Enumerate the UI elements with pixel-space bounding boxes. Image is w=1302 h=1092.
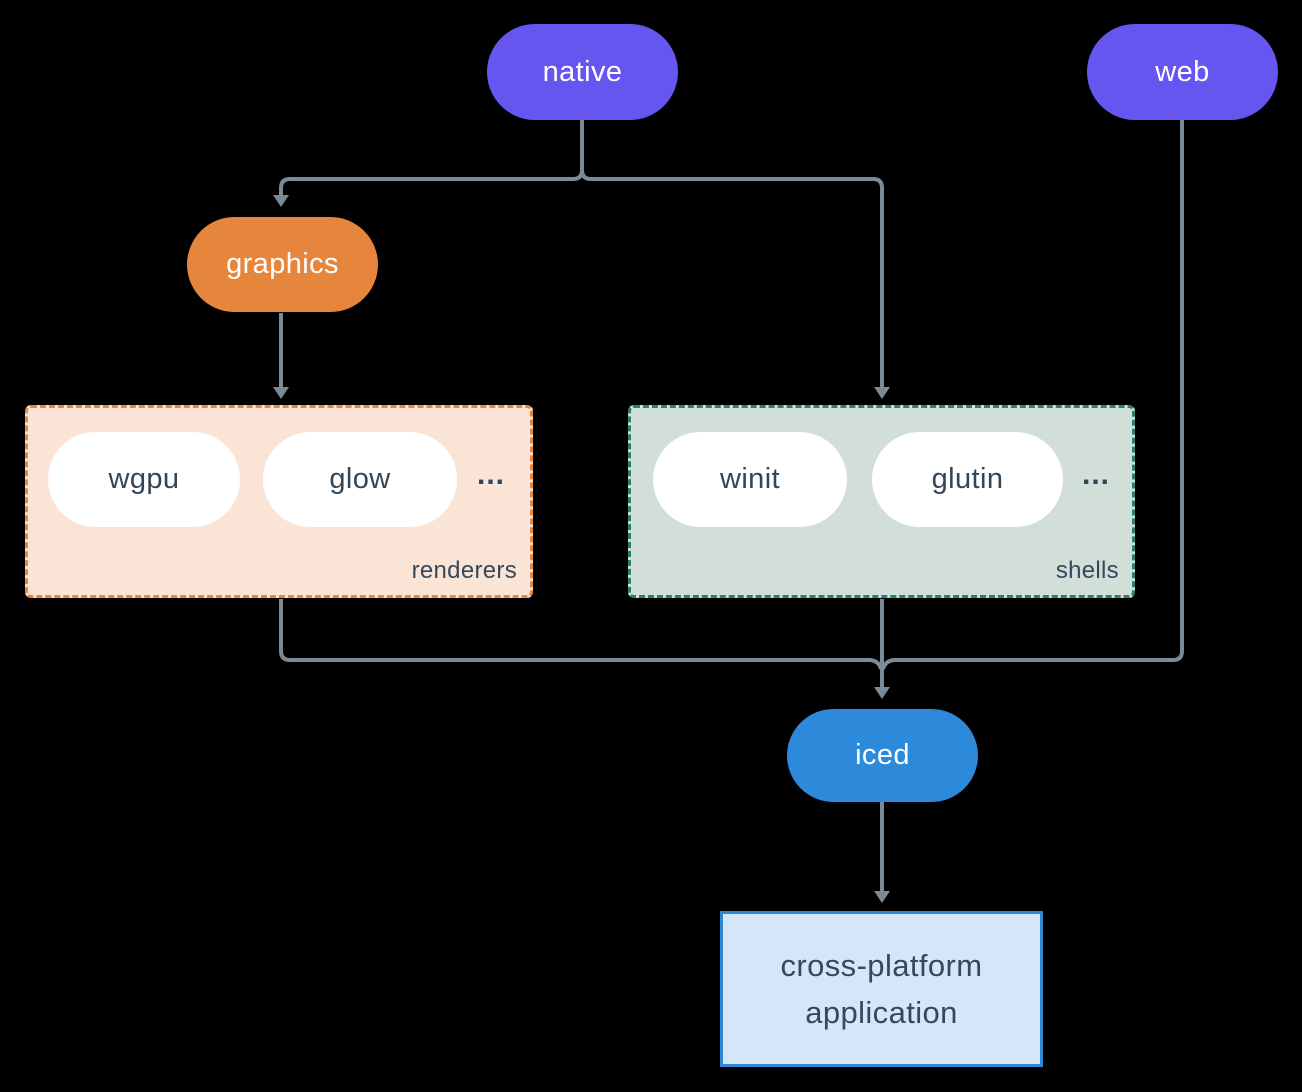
node-glutin-label: glutin [931, 463, 1004, 495]
node-iced: iced [787, 709, 978, 802]
node-glow: glow [263, 432, 457, 527]
node-wgpu: wgpu [48, 432, 240, 527]
node-graphics: graphics [187, 217, 378, 312]
node-graphics-label: graphics [226, 248, 339, 280]
connector-native-shells [580, 120, 884, 387]
node-winit-label: winit [719, 463, 780, 495]
node-native: native [487, 24, 678, 120]
node-wgpu-label: wgpu [108, 463, 180, 495]
group-shells-label: shells [1055, 557, 1119, 584]
connector-web-merge [881, 120, 1184, 670]
application-label-line1: cross-platform [780, 948, 983, 983]
shells-ellipsis: ... [1082, 458, 1111, 491]
connector-renderers-merge [279, 599, 883, 670]
node-web-label: web [1155, 55, 1210, 88]
group-renderers-label: renderers [411, 557, 517, 584]
node-cross-platform-application: cross-platform application [720, 911, 1043, 1067]
arrowhead-graphics-renderers [273, 387, 289, 399]
renderers-ellipsis: ... [477, 458, 506, 491]
arrowhead-iced-application [874, 891, 890, 903]
arrowhead-merge-iced [874, 687, 890, 699]
node-web: web [1087, 24, 1278, 120]
node-glow-label: glow [329, 463, 391, 495]
arrowhead-native-graphics [273, 195, 289, 207]
connector-native-graphics [279, 120, 584, 195]
node-iced-label: iced [855, 739, 910, 771]
application-label-line2: application [805, 995, 958, 1030]
arrowhead-native-shells [874, 387, 890, 399]
node-native-label: native [542, 55, 623, 88]
node-glutin: glutin [872, 432, 1063, 527]
node-winit: winit [653, 432, 847, 527]
